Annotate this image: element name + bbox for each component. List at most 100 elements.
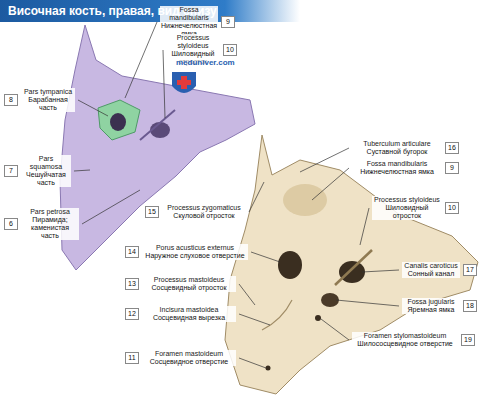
leader-line [312, 168, 349, 200]
callout-number: 9 [445, 162, 459, 174]
callout-number: 18 [463, 300, 477, 312]
label-text: Pars tympanicaБарабанная часть [21, 88, 75, 112]
latin-term: Incisura mastoidea [143, 306, 235, 314]
label-text: Foramen stylomastoideumШилососцевидное о… [352, 332, 458, 348]
leader-line [321, 319, 349, 340]
leader-line [251, 252, 280, 262]
callout-number: 12 [125, 308, 139, 320]
foramen-stylomastoideum [315, 315, 321, 321]
russian-term: Шиловидный отросток [373, 204, 441, 220]
styloid-line [140, 110, 175, 140]
callout-label: 15Processus zygomaticusСкуловой отросток [145, 204, 246, 220]
latin-term: Tuberculum articulare [353, 140, 441, 148]
callout-number: 16 [445, 142, 459, 154]
callout-label: 11Foramen mastoideumСосцевидное отверсти… [125, 350, 236, 366]
latin-term: Processus styloideus [167, 34, 219, 50]
callout-label: 7Pars squamosaЧешуйчатая часть [4, 155, 71, 187]
leader-line [336, 300, 399, 306]
callout-number: 7 [4, 165, 18, 177]
leader-line [239, 284, 255, 305]
label-text: Processus mastoideusСосцевидный отросток [142, 276, 236, 292]
label-text: Pars petrosaПирамида; каменистая часть [21, 208, 79, 240]
russian-term: Скуловой отросток [163, 212, 245, 220]
russian-term: Сосцевидное отверстие [143, 358, 235, 366]
callout-number: 9 [221, 16, 235, 28]
callout-number: 19 [461, 334, 475, 346]
leader-line [239, 314, 270, 325]
leader-line [300, 148, 349, 172]
canalis-caroticus [339, 261, 365, 283]
temporal-bone-left [60, 25, 255, 270]
leader-line [74, 170, 90, 171]
latin-term: Foramen stylomastoideum [353, 332, 457, 340]
watermark: meduniver.com [176, 58, 235, 67]
callout-number: 10 [445, 202, 459, 214]
russian-term: Барабанная часть [22, 96, 74, 112]
russian-term: Сосцевидная вырезка [143, 314, 235, 322]
leader-line [362, 270, 399, 272]
callout-label: Foramen stylomastoideumШилососцевидное о… [352, 332, 475, 348]
callout-label: 12Incisura mastoideaСосцевидная вырезка [125, 306, 236, 322]
title-band: Височная кость, правая, вид снизу [0, 0, 300, 22]
russian-term: Сонный канал [403, 270, 459, 278]
latin-term: Pars petrosa [22, 208, 78, 216]
porus-acusticus [278, 251, 302, 279]
callout-number: 14 [125, 246, 139, 258]
callout-number: 10 [223, 44, 237, 56]
callout-number: 8 [4, 94, 18, 106]
callout-label: 6Pars petrosaПирамида; каменистая часть [4, 208, 79, 240]
latin-term: Fossa mandibularis [161, 6, 217, 22]
label-text: Processus zygomaticusСкуловой отросток [162, 204, 246, 220]
callout-label: Fossa jugularisЯремная ямка18 [402, 298, 477, 314]
label-text: Fossa jugularisЯремная ямка [402, 298, 460, 314]
label-text: Pars squamosaЧешуйчатая часть [21, 155, 71, 187]
label-text: Fossa mandibularisНижнечелюстная ямка [352, 160, 442, 176]
callout-label: Tuberculum articulareСуставной бугорок16 [352, 140, 459, 156]
latin-term: Processus mastoideus [143, 276, 235, 284]
russian-term: Нижнечелюстная ямка [353, 168, 441, 176]
russian-term: Суставной бугорок [353, 148, 441, 156]
russian-term: Чешуйчатая часть [22, 171, 70, 187]
latin-term: Fossa jugularis [403, 298, 459, 306]
callout-number: 13 [125, 278, 139, 290]
fossa-shading [283, 184, 327, 216]
russian-term: Яремная ямка [403, 306, 459, 314]
callout-number: 6 [4, 218, 18, 230]
label-text: Canalis caroticusСонный канал [402, 262, 460, 278]
callout-label: Fossa mandibularisНижнечелюстная ямка9 [352, 160, 459, 176]
incisura-line [262, 300, 292, 330]
label-text: Tuberculum articulareСуставной бугорок [352, 140, 442, 156]
callout-number: 17 [463, 264, 477, 276]
label-text: Porus acusticus externusНаружное слухово… [142, 244, 248, 260]
russian-term: Пирамида; каменистая часть [22, 216, 78, 240]
title: Височная кость, правая, вид снизу [0, 0, 300, 22]
temporal-bone-right [225, 135, 478, 394]
latin-term: Foramen mastoideum [143, 350, 235, 358]
styloid-process [335, 250, 372, 285]
russian-term: Шилососцевидное отверстие [353, 340, 457, 348]
callout-label: Canalis caroticusСонный канал17 [402, 262, 477, 278]
russian-term: Наружное слуховое отверстие [143, 252, 247, 260]
leader-line [82, 190, 140, 224]
ear-opening [110, 113, 126, 131]
leader-line [163, 50, 165, 118]
russian-term: Сосцевидный отросток [143, 284, 235, 292]
pars-tympanica-region [98, 100, 140, 140]
latin-term: Fossa mandibularis [353, 160, 441, 168]
leader-line [239, 358, 266, 368]
callout-label: Processus styloideusШиловидный отросток1… [372, 196, 459, 220]
label-text: Processus styloideusШиловидный отросток [372, 196, 442, 220]
latin-term: Processus zygomaticus [163, 204, 245, 212]
latin-term: Porus acusticus externus [143, 244, 247, 252]
leader-line [125, 22, 157, 98]
latin-term: Pars squamosa [22, 155, 70, 171]
label-text: Incisura mastoideaСосцевидная вырезка [142, 306, 236, 322]
latin-term: Canalis caroticus [403, 262, 459, 270]
latin-term: Pars tympanica [22, 88, 74, 96]
callout-label: 13Processus mastoideusСосцевидный отрост… [125, 276, 236, 292]
callout-number: 15 [145, 206, 159, 218]
watermark-shield [172, 72, 196, 93]
foramen-mastoideum [266, 366, 271, 371]
latin-term: Processus styloideus [373, 196, 441, 204]
callout-label: 8Pars tympanicaБарабанная часть [4, 88, 75, 112]
